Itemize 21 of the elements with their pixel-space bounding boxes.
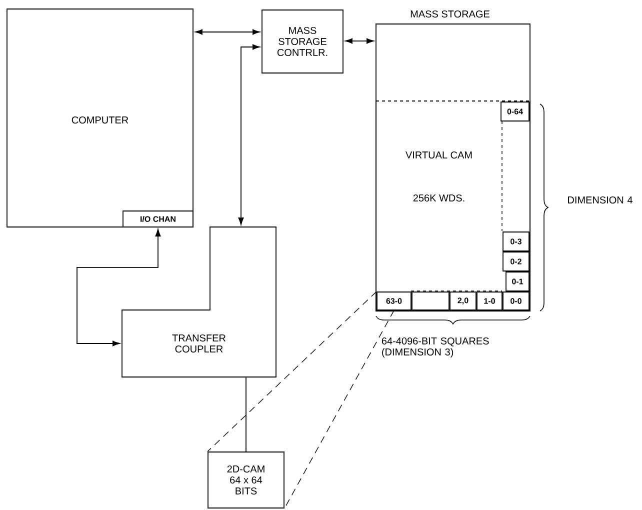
connector-line [345, 38, 374, 44]
grid-cell: 0-0 [502, 292, 530, 310]
empty-cell [412, 292, 450, 310]
cam-box: 2D-CAM 64 x 64 BITS [208, 452, 284, 508]
node-label: MASS STORAGE [410, 10, 490, 18]
coupler-box: TRANSFER COUPLER [122, 226, 276, 378]
bracket-label: DIMENSION 4 [568, 196, 632, 204]
connector-line [76, 229, 161, 346]
connector-line [195, 29, 260, 35]
grid-cell: 2,0 [450, 292, 476, 310]
bracket-label: 64-4096-BIT SQUARES (DIMENSION 3) [382, 337, 489, 358]
grid-cell: 0-1 [506, 272, 530, 292]
grid-cell: 63-0 [376, 292, 412, 310]
grid-cell: 0-2 [502, 252, 530, 272]
zoom-line [207, 291, 377, 452]
connector-line [238, 44, 260, 225]
controller-box: MASS STORAGE CONTRLR. [262, 10, 344, 74]
grid-cell: 1-0 [476, 292, 502, 310]
channel-box: I/O CHAN [122, 210, 194, 228]
grid-cell: 0-64 [500, 102, 530, 122]
grid-cell: 0-3 [502, 232, 530, 252]
